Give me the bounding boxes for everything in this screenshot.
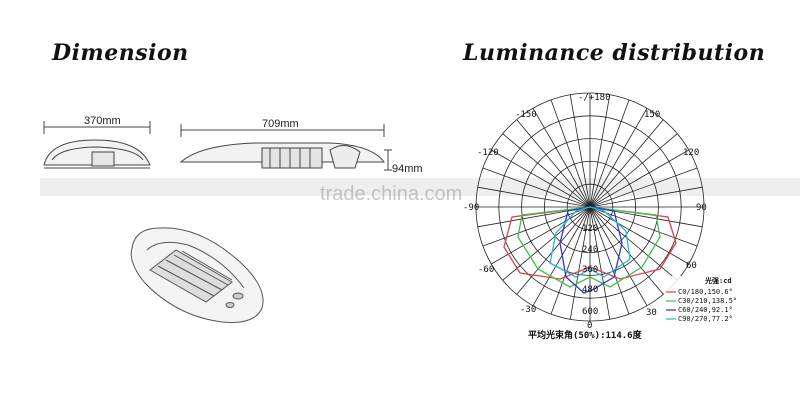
polar-spoke [589, 149, 689, 208]
polar-spoke [502, 133, 591, 208]
polar-spoke [589, 206, 689, 265]
angle-label-left-120: -120 [477, 148, 499, 158]
polar-spoke [589, 206, 630, 315]
intensity-curve-1 [517, 206, 661, 288]
angle-label-left-30: -30 [520, 305, 536, 315]
polar-spoke [569, 94, 591, 208]
beam-angle-note: 平均光束角(50%):114.6度 [528, 329, 643, 341]
polar-legend: 光强:cd C0/180,150.6° C30/210,138.5° C60/2… [664, 276, 742, 326]
legend-item-c60: C60/240,92.1° [678, 306, 733, 314]
polar-spoke [491, 149, 591, 208]
legend-item-c30: C30/210,138.5° [678, 297, 737, 305]
polar-spoke [477, 186, 591, 208]
angle-label-left-60: -60 [478, 265, 494, 275]
luminance-heading: Luminance distribution [463, 40, 766, 66]
height-dimension-label: 94mm [392, 163, 423, 175]
angle-label-right-60: 60 [686, 261, 697, 271]
polar-spoke [589, 206, 664, 295]
angle-label-top: -/+180 [578, 93, 611, 103]
polar-spoke [589, 167, 698, 208]
polar-spoke [589, 94, 611, 208]
polar-spoke [516, 206, 591, 295]
legend-title: 光强:cd [704, 276, 732, 285]
polar-spoke [532, 108, 591, 208]
angle-label-right-120: 120 [683, 148, 699, 158]
polar-spoke [589, 133, 678, 208]
polar-spoke [532, 206, 591, 306]
polar-curves [503, 206, 677, 294]
legend-item-c0: C0/180,150.6° [678, 288, 733, 296]
blur-strip [40, 178, 800, 196]
angle-label-right-150: 150 [644, 110, 660, 120]
polar-spoke [569, 206, 591, 320]
radial-label-120: 120 [582, 224, 598, 234]
polar-spoke [589, 99, 630, 208]
polar-spoke [550, 206, 591, 315]
angle-label-right-90: 90 [696, 203, 707, 213]
angle-label-bottom: 0 [587, 321, 592, 331]
perspective-view-drawing [130, 227, 264, 323]
polar-grid [475, 92, 705, 322]
legend-item-c90: C90/270,77.2° [678, 315, 733, 323]
polar-spoke [589, 119, 664, 208]
polar-spoke [589, 206, 678, 281]
polar-spoke [482, 206, 591, 247]
intensity-curve-0 [503, 206, 677, 280]
dimension-heading: Dimension [52, 40, 189, 66]
length-dimension-label: 709mm [262, 118, 299, 130]
watermark: trade.china.com [320, 183, 462, 205]
radial-label-480: 480 [582, 285, 598, 295]
polar-spoke [589, 206, 698, 247]
angle-label-left-150: -150 [515, 110, 537, 120]
polar-spoke [589, 206, 611, 320]
radial-label-600: 600 [582, 307, 598, 317]
width-dimension-label: 370mm [84, 115, 121, 127]
polar-spoke [589, 108, 648, 208]
polar-spoke [550, 99, 591, 208]
polar-spoke [482, 167, 591, 208]
radial-label-360: 360 [582, 265, 598, 275]
front-view-drawing [179, 124, 392, 171]
polar-spoke [589, 186, 703, 208]
polar-spoke [491, 206, 591, 265]
intensity-curve-3 [549, 206, 631, 278]
radial-label-240: 240 [582, 245, 598, 255]
intensity-curve-2 [559, 206, 623, 294]
angle-label-left-90: -90 [463, 203, 479, 213]
side-view-drawing [43, 121, 151, 169]
polar-spoke [516, 119, 591, 208]
angle-label-right-30: 30 [646, 308, 657, 318]
